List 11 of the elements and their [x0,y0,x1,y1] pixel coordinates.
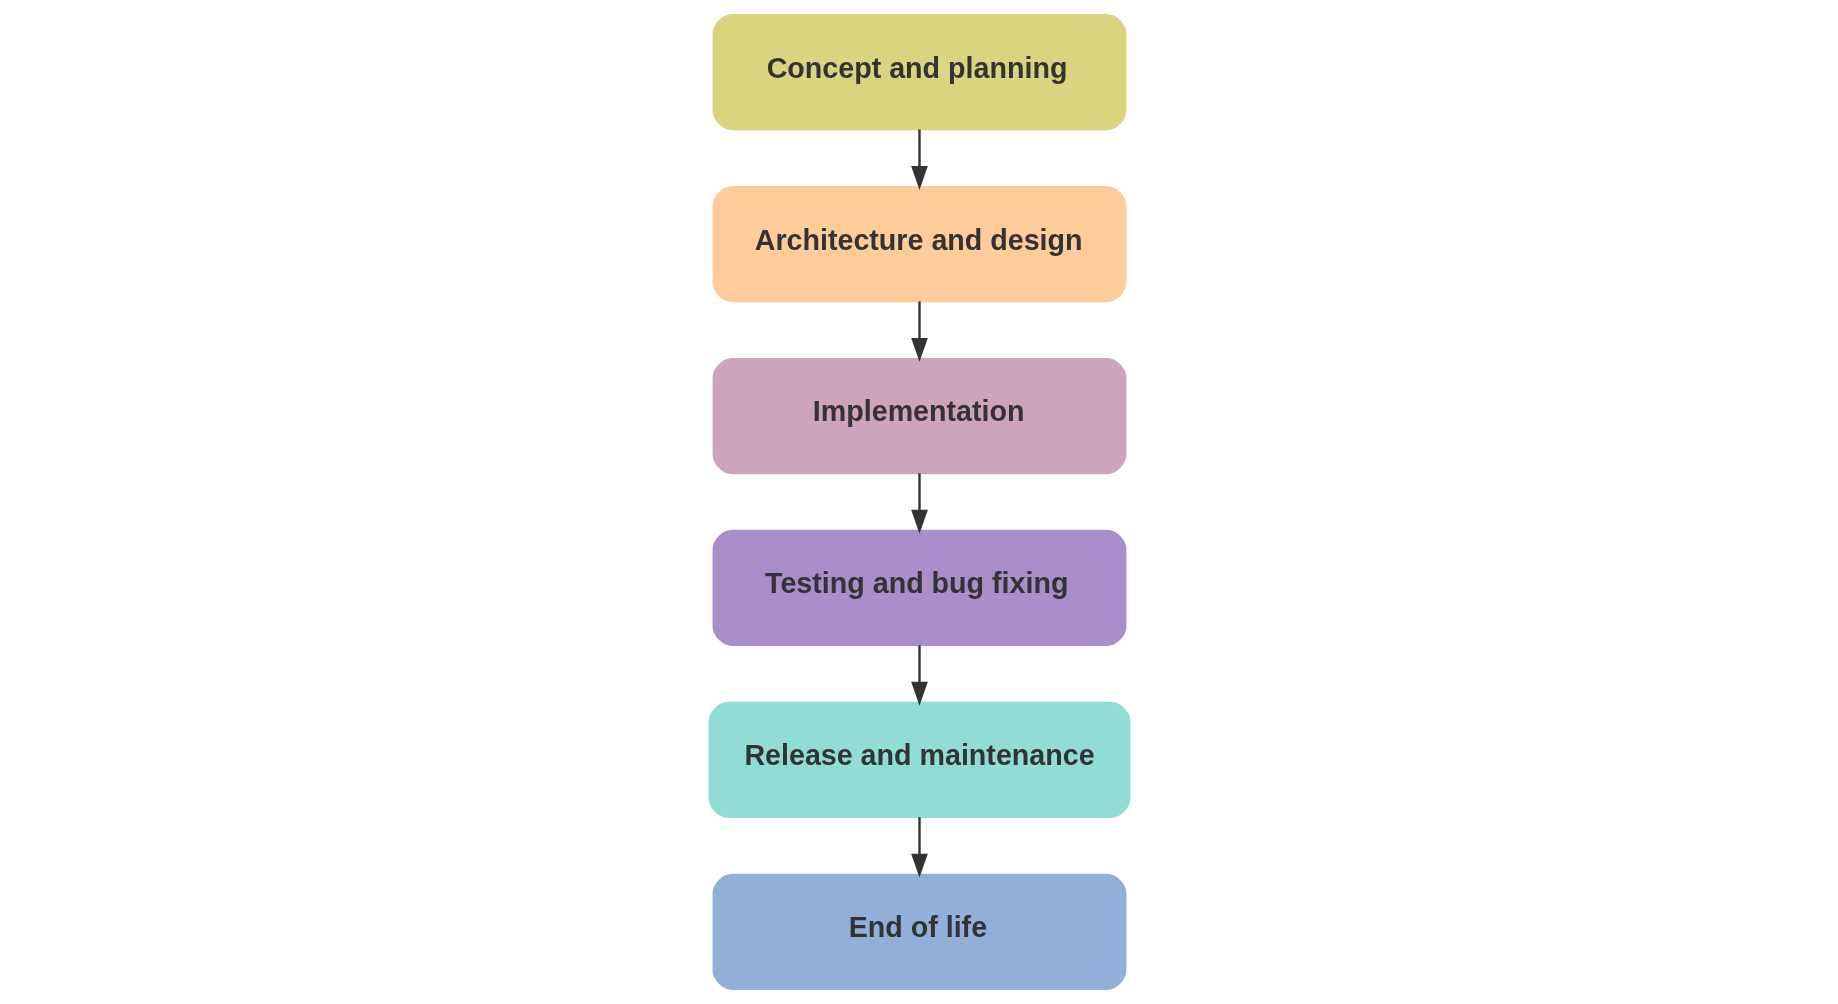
arrow [910,645,928,706]
node-box: Implementation [712,357,1126,475]
arrow [910,817,928,878]
node-box: Release and maintenance [708,701,1130,818]
node-box: End of life [712,873,1126,990]
node-box: Concept and planning [712,14,1126,131]
node-box: Architecture and design [712,186,1126,303]
arrow [910,301,928,362]
node-box: Testing and bug fixing [712,529,1126,647]
arrow [910,129,928,190]
arrow [910,473,928,534]
